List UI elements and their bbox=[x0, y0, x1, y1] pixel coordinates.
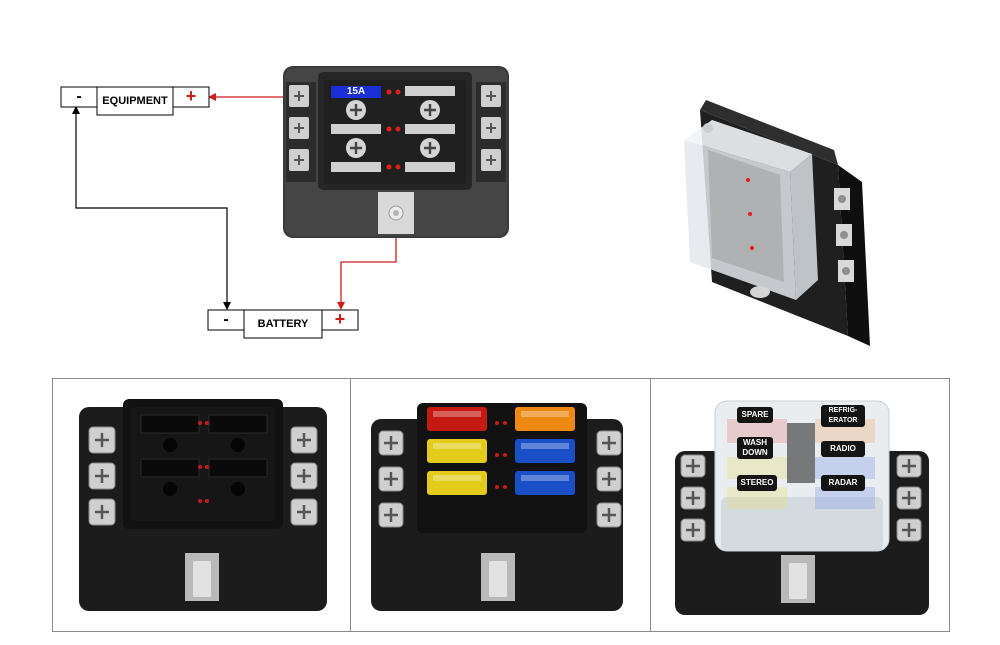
wiring-diagram bbox=[60, 66, 870, 346]
diagram-fuse-slots bbox=[331, 86, 455, 172]
battery-minus-symbol: - bbox=[223, 311, 229, 328]
blade-fuse bbox=[515, 471, 575, 495]
cover-label-radar: RADAR bbox=[828, 478, 858, 487]
equipment-minus-symbol: - bbox=[76, 88, 82, 105]
cover-label-stereo: STEREO bbox=[740, 478, 774, 487]
cover-label-radio: RADIO bbox=[830, 444, 856, 453]
equipment-label: EQUIPMENT bbox=[102, 95, 168, 107]
blade-fuse-highlight bbox=[521, 475, 569, 481]
covered-block-illustration bbox=[675, 400, 929, 615]
panel1-terminal-screws bbox=[88, 426, 318, 526]
fuse-block-3d-illustration bbox=[684, 100, 870, 346]
blade-fuse-highlight bbox=[521, 411, 569, 417]
diagram-terminal-screws bbox=[289, 85, 501, 171]
blade-fuse-highlight bbox=[433, 443, 481, 449]
negative-wire bbox=[75, 110, 228, 308]
positive-wire-arrow-left bbox=[208, 93, 216, 101]
blade-fuse bbox=[427, 471, 487, 495]
positive-wire-arrow-battery bbox=[337, 302, 345, 310]
blade-fuse bbox=[427, 407, 487, 431]
blade-fuse-highlight bbox=[521, 443, 569, 449]
cover-label-spare: SPARE bbox=[741, 410, 769, 419]
fused-block-illustration bbox=[371, 403, 623, 611]
positive-wire-battery bbox=[340, 222, 397, 306]
blade-fuse-highlight bbox=[433, 411, 481, 417]
blade-fuse-highlight bbox=[433, 475, 481, 481]
cover-label-refrigerator-line1: REFRIG- bbox=[828, 407, 858, 414]
photo-panel-with-fuses bbox=[350, 378, 652, 632]
cover-label-wash-line1: WASH bbox=[743, 438, 767, 447]
empty-fuse-block-illustration bbox=[79, 399, 327, 611]
photo-panel-covered-block: SPARE REFRIG- ERATOR WASH DOWN RADIO STE… bbox=[650, 378, 950, 632]
equipment-box bbox=[60, 86, 210, 116]
negative-wire-arrow-up bbox=[72, 106, 80, 114]
battery-box bbox=[207, 309, 359, 339]
cover-label-refrigerator-line2: ERATOR bbox=[828, 417, 858, 424]
battery-plus-symbol: + bbox=[334, 309, 346, 329]
fuse-rating-label: 15A bbox=[346, 86, 366, 97]
blade-fuse bbox=[427, 439, 487, 463]
blade-fuse bbox=[515, 407, 575, 431]
equipment-plus-symbol: + bbox=[185, 86, 197, 106]
cover-label-wash-line2: DOWN bbox=[742, 448, 768, 457]
blade-fuses bbox=[427, 407, 575, 495]
blade-fuse bbox=[515, 439, 575, 463]
negative-wire-arrow-down bbox=[223, 302, 231, 310]
battery-label: BATTERY bbox=[257, 318, 309, 330]
photo-panel-empty-block bbox=[52, 378, 352, 632]
